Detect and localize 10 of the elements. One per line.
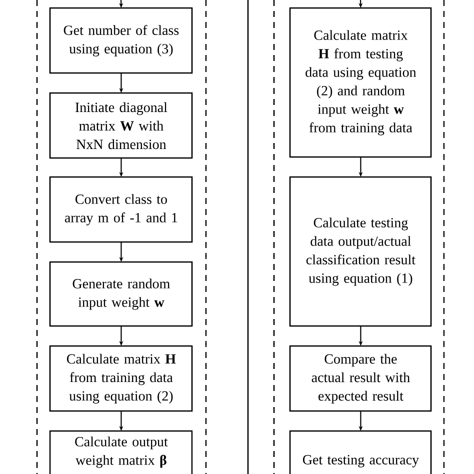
process-box: Get testing accuracy (289, 430, 432, 474)
process-box: Calculate output weight matrix β (49, 430, 193, 474)
process-box: Initiate diagonal matrix W with NxN dimension (49, 92, 193, 159)
process-box: Compare the actual result with expected result (289, 345, 432, 412)
process-box: Calculate matrix H from training data using equation (2) (49, 345, 193, 412)
process-box: Calculate matrix H from testing data using equation (2) and random input weight w from training data (289, 7, 432, 158)
process-box: Calculate testing data output/actual classification result using equation (1) (289, 176, 432, 327)
process-box: Generate random input weight w (49, 261, 193, 327)
process-box: Convert class to array m of -1 and 1 (49, 176, 193, 243)
process-box: Get number of class using equation (3) (49, 7, 193, 74)
